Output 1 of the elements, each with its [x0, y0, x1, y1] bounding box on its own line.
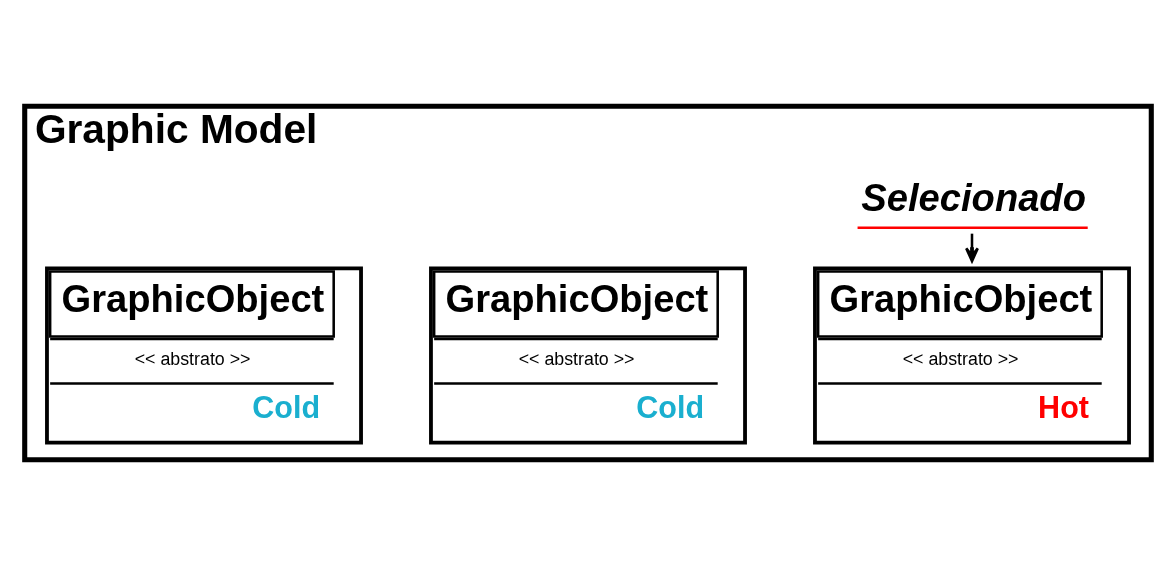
node-text: Selecionado	[861, 176, 1086, 220]
